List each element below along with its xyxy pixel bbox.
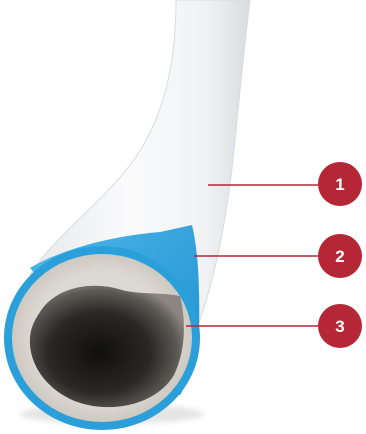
callout-3-number: 3 <box>335 317 344 336</box>
callout-1: 1 <box>318 162 362 206</box>
callout-2: 2 <box>318 234 362 278</box>
callout-1-number: 1 <box>335 175 344 194</box>
callout-2-number: 2 <box>335 247 344 266</box>
callout-3: 3 <box>318 304 362 348</box>
